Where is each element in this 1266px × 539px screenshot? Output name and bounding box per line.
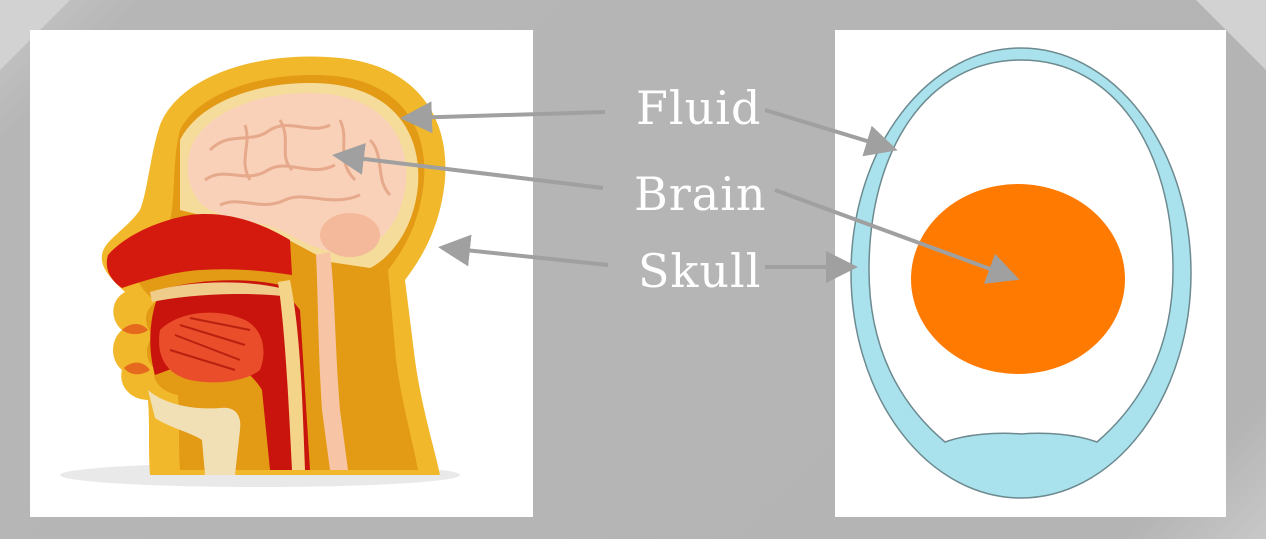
arrow-fluid-left [408, 112, 605, 118]
label-skull: Skull [638, 248, 761, 294]
arrow-brain-left [340, 156, 603, 188]
label-fluid: Fluid [636, 85, 761, 131]
arrow-skull-left [446, 248, 608, 265]
arrow-fluid-right [765, 110, 890, 148]
label-brain: Brain [634, 171, 767, 217]
arrow-brain-right [775, 190, 1012, 277]
